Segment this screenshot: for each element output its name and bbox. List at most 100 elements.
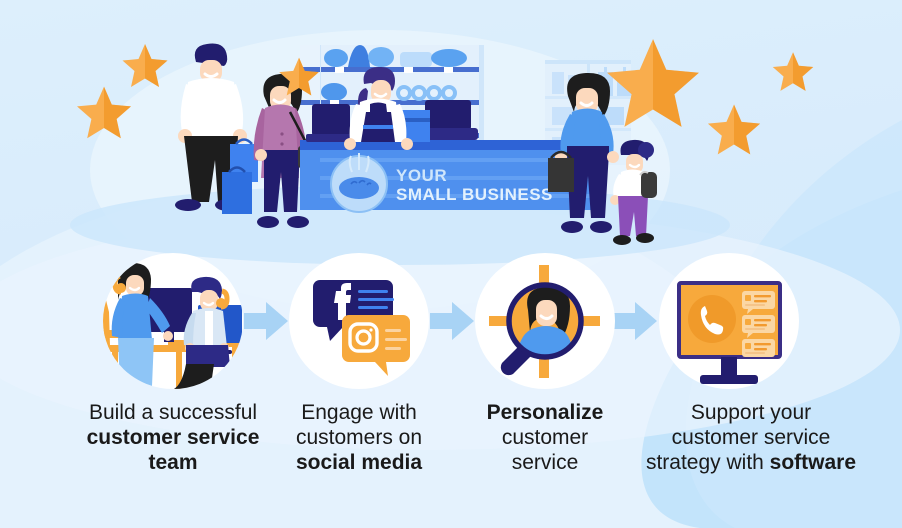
backpack-icon xyxy=(641,172,657,198)
face xyxy=(626,154,643,173)
smile xyxy=(373,92,388,98)
facebook-f-icon xyxy=(334,283,351,320)
shoe-right xyxy=(590,221,612,233)
instagram-bubble xyxy=(342,315,410,376)
caption-line: Build a successful xyxy=(88,401,258,424)
ticket-card xyxy=(742,315,775,338)
arm-reaching xyxy=(146,298,170,333)
sign-line-1: YOUR xyxy=(396,166,447,185)
instagram-dot xyxy=(369,328,373,332)
target-tick-left xyxy=(489,316,509,326)
sleeve xyxy=(111,298,125,338)
mother-shopper xyxy=(548,72,619,233)
price-tag xyxy=(335,67,344,73)
face xyxy=(200,60,222,82)
shoe-right xyxy=(636,233,654,243)
hand-left xyxy=(610,195,620,205)
smile xyxy=(628,163,641,169)
caption-line: Personalize xyxy=(486,401,604,424)
male-shopper xyxy=(175,43,258,214)
bag-handle xyxy=(550,150,572,159)
register-base xyxy=(306,134,356,142)
star-right-small xyxy=(772,52,814,91)
hand-left xyxy=(344,138,356,150)
text-line xyxy=(358,306,388,309)
caption-step-2: Engage with customers on social media xyxy=(266,400,452,528)
caption-line: team xyxy=(148,451,198,474)
headset-earcup xyxy=(216,298,226,308)
shoe-left xyxy=(175,199,201,211)
child-shopper xyxy=(610,139,657,245)
smile xyxy=(272,98,287,104)
bread-icon xyxy=(324,49,348,67)
stars-group xyxy=(77,39,814,155)
target-tick-bottom xyxy=(539,358,549,378)
target-tick-right xyxy=(580,316,600,326)
star-left-large xyxy=(77,86,131,139)
step-3-icon-circle[interactable] xyxy=(475,253,615,389)
phone-handset-icon xyxy=(700,306,724,335)
caption-line: Engage with xyxy=(301,401,417,424)
terminal-base xyxy=(418,128,478,140)
smile xyxy=(579,101,594,107)
counter-top xyxy=(300,140,600,150)
baguette-icon xyxy=(348,45,370,67)
agent-male xyxy=(172,276,230,389)
bread-icon xyxy=(431,49,467,67)
star-center-big xyxy=(607,39,699,127)
shirt-placket xyxy=(205,311,213,345)
face xyxy=(371,80,391,103)
monitor-base xyxy=(700,375,758,384)
shelf-post-right xyxy=(479,45,484,163)
sleeve-left xyxy=(349,104,364,142)
caption-line: customer service xyxy=(671,426,831,449)
caption-line: customer xyxy=(501,426,589,449)
shelf-board-1 xyxy=(321,67,479,72)
apron-icon xyxy=(361,102,395,142)
caption-line: social media xyxy=(295,451,423,474)
sleeve-left xyxy=(613,174,624,199)
instagram-camera-icon xyxy=(348,322,379,353)
headset-earcup xyxy=(116,283,126,293)
apron-strap xyxy=(363,125,393,129)
ticket-card xyxy=(742,291,775,314)
magnifier-rim xyxy=(506,282,584,360)
step-2-icon-circle[interactable] xyxy=(289,253,429,389)
bubble-tail xyxy=(327,327,343,341)
register-screen xyxy=(312,104,350,136)
hand-right xyxy=(401,138,413,150)
caption-line-mixed: strategy with software xyxy=(638,450,864,475)
face xyxy=(200,290,218,311)
caption-text-bold: software xyxy=(769,451,857,474)
caption-step-1: Build a successful customer service team xyxy=(80,400,266,528)
caption-line: customer service xyxy=(86,426,260,449)
business-logo xyxy=(330,153,388,213)
sweater xyxy=(567,108,607,150)
price-tag xyxy=(404,67,413,73)
bg-band xyxy=(0,210,900,450)
bubble-tail xyxy=(375,362,388,376)
text-line xyxy=(385,329,401,332)
sign-line-2: SMALL BUSINESS xyxy=(396,185,553,204)
hair-icon xyxy=(194,43,228,66)
belt xyxy=(567,146,609,153)
step-4-icon-circle[interactable] xyxy=(659,253,799,389)
sleeve-right xyxy=(225,84,244,134)
ticket-card xyxy=(742,339,775,357)
monitor-neck xyxy=(721,357,737,379)
shopping-bags xyxy=(222,138,258,214)
caption-line: service xyxy=(511,451,579,474)
shopkeeper xyxy=(344,66,413,150)
monitor-phone-tickets-icon xyxy=(677,281,782,384)
star-top-left-small xyxy=(122,44,168,87)
tote-bag xyxy=(548,150,574,192)
terminal-screen xyxy=(425,100,471,130)
hair-icon xyxy=(191,276,222,299)
step-1-icon-circle[interactable] xyxy=(98,253,243,404)
hair-bun-icon xyxy=(638,142,654,158)
text-line xyxy=(358,290,388,293)
desk-leg xyxy=(232,347,238,387)
bread-icon xyxy=(368,47,394,67)
face xyxy=(536,300,557,326)
captions-row: Build a successful customer service team… xyxy=(0,400,902,528)
